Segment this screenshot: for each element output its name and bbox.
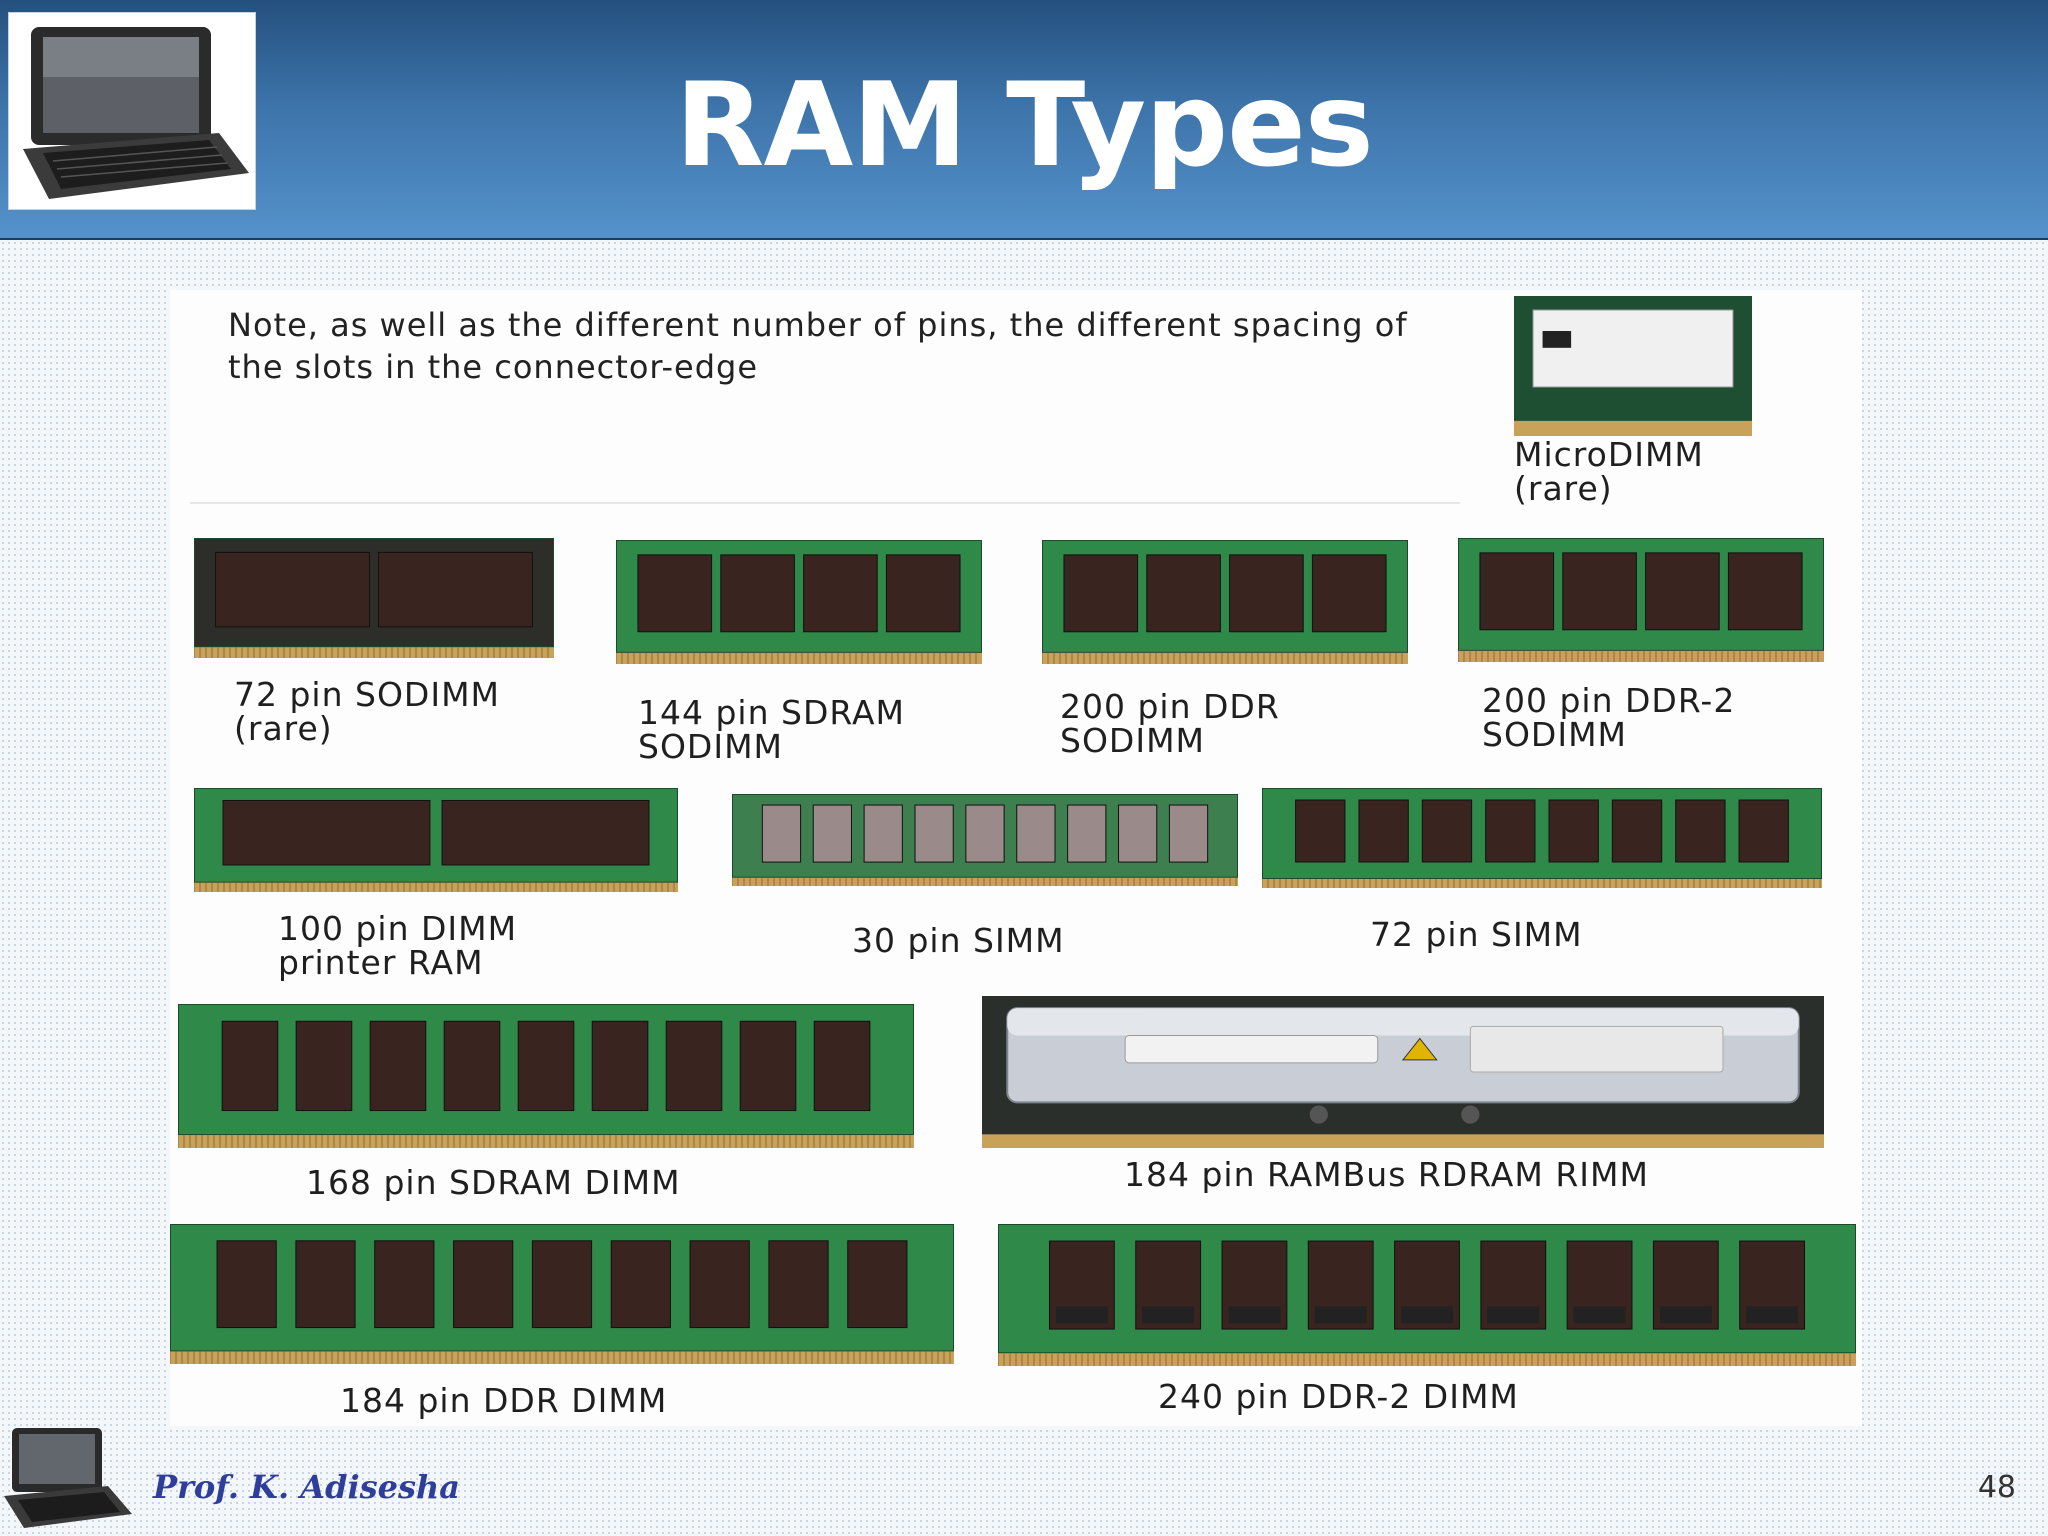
sodimm-72pin-image xyxy=(194,538,554,658)
ram-types-figure: Note, as well as the different number of… xyxy=(170,290,1862,1426)
page-number: 48 xyxy=(1977,1470,2016,1505)
dimm-100pin-label: 100 pin DIMM printer RAM xyxy=(278,909,518,982)
sodimm-144pin-image xyxy=(616,540,982,664)
ddr-dimm-184pin-label: 184 pin DDR DIMM xyxy=(340,1381,668,1420)
ddr-dimm-184pin-image xyxy=(170,1224,954,1364)
footer-laptop-icon xyxy=(0,1422,136,1534)
ddr2-dimm-240pin-label: 240 pin DDR-2 DIMM xyxy=(1158,1377,1519,1416)
sodimm-200pin-ddr2-label: 200 pin DDR-2 SODIMM xyxy=(1482,681,1736,754)
simm-72pin-image xyxy=(1262,788,1822,888)
sodimm-144pin-label: 144 pin SDRAM SODIMM xyxy=(638,693,905,766)
slide-title: RAM Types xyxy=(675,58,1374,193)
sodimm-200pin-ddr-image xyxy=(1042,540,1408,664)
sodimm-200pin-ddr2-image xyxy=(1458,538,1824,662)
ddr2-dimm-240pin-image xyxy=(998,1224,1856,1366)
slide-header: RAM Types xyxy=(0,0,2048,240)
rimm-184pin-label: 184 pin RAMBus RDRAM RIMM xyxy=(1124,1155,1649,1194)
sdram-dimm-168pin-label: 168 pin SDRAM DIMM xyxy=(306,1163,681,1202)
simm-72pin-label: 72 pin SIMM xyxy=(1370,915,1583,954)
divider xyxy=(190,502,1460,504)
simm-30pin-label: 30 pin SIMM xyxy=(852,921,1065,960)
microdimm-label: MicroDIMM (rare) xyxy=(1514,435,1704,508)
rimm-184pin-image xyxy=(982,996,1824,1148)
microdimm-image xyxy=(1514,296,1752,436)
sodimm-200pin-ddr-label: 200 pin DDR SODIMM xyxy=(1060,687,1280,760)
note-text: Note, as well as the different number of… xyxy=(228,306,1408,386)
sdram-dimm-168pin-image xyxy=(178,1004,914,1148)
dimm-100pin-image xyxy=(194,788,678,892)
laptop-icon xyxy=(8,12,256,210)
sodimm-72pin-label: 72 pin SODIMM (rare) xyxy=(234,675,501,748)
simm-30pin-image xyxy=(732,794,1238,886)
footer-author: Prof. K. Adisesha xyxy=(153,1468,461,1506)
